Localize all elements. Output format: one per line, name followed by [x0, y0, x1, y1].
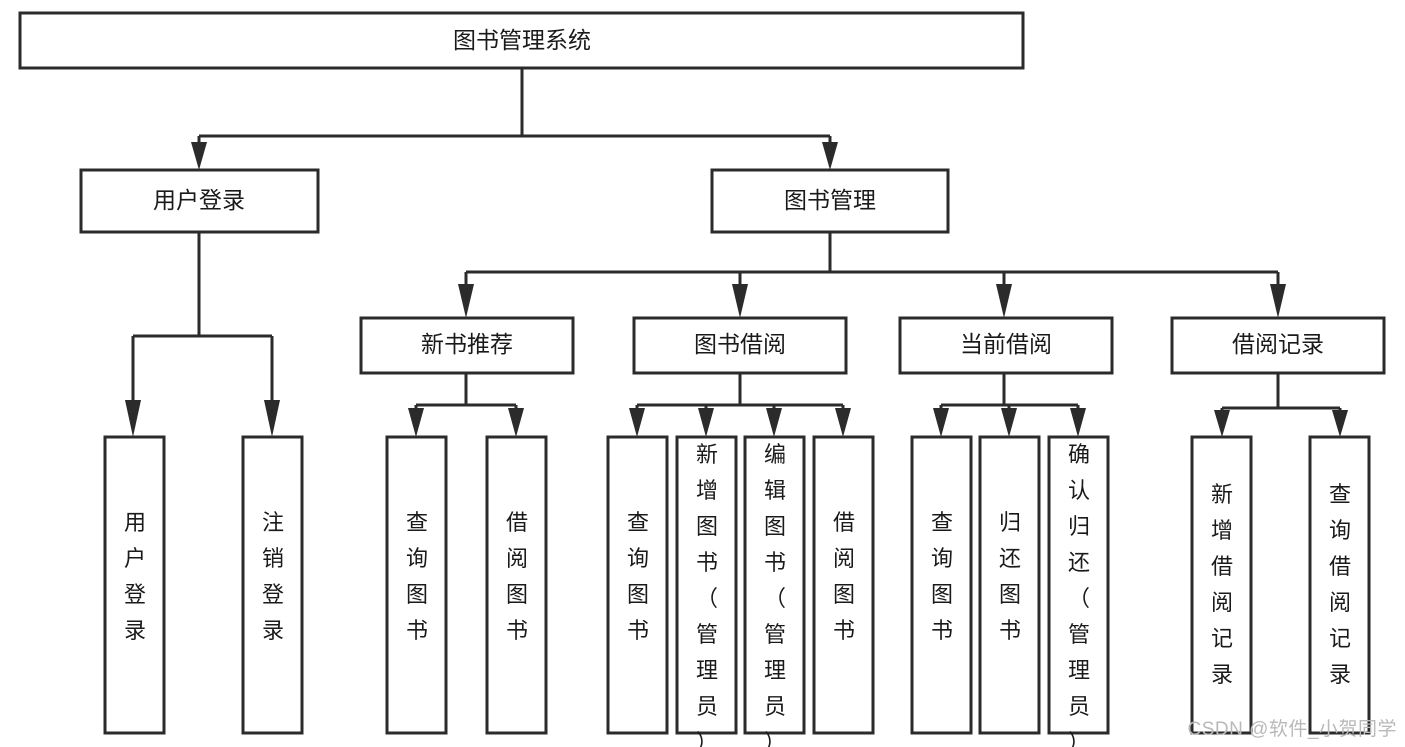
leaf-new-book-1[interactable]: 查询图书 [385, 435, 448, 735]
arrow-head-book-borrow-leaf-4 [835, 408, 851, 437]
arrow-head-borrow-record-leaf-1 [1214, 410, 1230, 437]
connector-layer [125, 68, 1348, 437]
node-book-borrow[interactable]: 图书借阅 [632, 316, 848, 375]
leaf-borrow-record-1[interactable]: 新增借阅记录 [1190, 435, 1253, 735]
leaf-book-borrow-3-label: 编辑图书（管理员） [764, 442, 786, 747]
leaf-new-book-2-box[interactable] [485, 435, 548, 735]
arrow-head-book-borrow-leaf-2 [698, 408, 714, 437]
node-book-borrow-box[interactable] [632, 316, 848, 375]
leaf-user-login-1[interactable]: 用户登录 [103, 435, 166, 735]
leaf-current-borrow-1-label: 查询图书 [931, 510, 953, 643]
leaf-borrow-record-2[interactable]: 查询借阅记录 [1308, 435, 1371, 735]
arrow-head-borrow-record-leaf-2 [1332, 410, 1348, 437]
leaf-user-login-1-box[interactable] [103, 435, 166, 735]
leaf-user-login-2-label: 注销登录 [262, 510, 284, 643]
leaf-book-borrow-2-box[interactable] [675, 435, 738, 735]
arrow-head-current-borrow-leaf-3 [1070, 408, 1086, 437]
leaf-book-borrow-1-label: 查询图书 [627, 510, 649, 643]
node-current-borrow[interactable]: 当前借阅 [898, 316, 1114, 375]
leaf-book-borrow-4[interactable]: 借阅图书 [812, 435, 875, 735]
node-current-borrow-label: 当前借阅 [960, 331, 1052, 357]
arrow-head-current-borrow-leaf-2 [1001, 408, 1017, 437]
node-new-book-recommend-box[interactable] [359, 316, 575, 375]
node-borrow-record-box[interactable] [1170, 316, 1386, 375]
leaf-book-borrow-4-label: 借阅图书 [833, 510, 855, 643]
leaf-book-borrow-3[interactable]: 编辑图书（管理员） [743, 435, 806, 747]
node-user-login[interactable]: 用户登录 [79, 168, 320, 234]
node-new-book-recommend-label: 新书推荐 [421, 331, 513, 357]
leaf-book-borrow-2-label: 新增图书（管理员） [696, 442, 718, 747]
leaf-current-borrow-2[interactable]: 归还图书 [978, 435, 1041, 735]
node-book-manage[interactable]: 图书管理 [710, 168, 950, 234]
leaf-user-login-2-box[interactable] [241, 435, 304, 735]
arrow-head-book-manage [822, 142, 838, 170]
leaf-new-book-1-label: 查询图书 [406, 510, 428, 643]
node-root-label: 图书管理系统 [453, 27, 591, 53]
leaf-current-borrow-2-label: 归还图书 [999, 510, 1021, 643]
arrow-head-current-borrow-leaf-1 [933, 408, 949, 437]
leaf-current-borrow-3-label: 确认归还（管理员） [1068, 442, 1090, 747]
leaf-current-borrow-1[interactable]: 查询图书 [910, 435, 973, 735]
node-user-login-box[interactable] [79, 168, 320, 234]
leaf-user-login-1-label: 用户登录 [124, 510, 146, 643]
leaf-current-borrow-3[interactable]: 确认归还（管理员） [1047, 435, 1110, 747]
arrow-head-book-borrow [732, 284, 748, 318]
leaf-book-borrow-4-box[interactable] [812, 435, 875, 735]
leaf-book-borrow-3-box[interactable] [743, 435, 806, 735]
arrow-head-new-book-recommend [458, 284, 474, 318]
leaf-book-borrow-1-box[interactable] [606, 435, 669, 735]
leaf-book-borrow-1[interactable]: 查询图书 [606, 435, 669, 735]
leaf-book-borrow-2[interactable]: 新增图书（管理员） [675, 435, 738, 747]
node-root-box[interactable] [18, 11, 1025, 70]
leaf-current-borrow-3-box[interactable] [1047, 435, 1110, 735]
arrow-head-user-login-leaf-1 [125, 400, 141, 437]
arrow-head-new-book-leaf-2 [508, 408, 524, 437]
arrow-head-book-borrow-leaf-1 [629, 408, 645, 437]
node-current-borrow-box[interactable] [898, 316, 1114, 375]
arrow-head-book-borrow-leaf-3 [766, 408, 782, 437]
leaf-borrow-record-2-box[interactable] [1308, 435, 1371, 735]
node-borrow-record-label: 借阅记录 [1232, 331, 1324, 357]
node-borrow-record[interactable]: 借阅记录 [1170, 316, 1386, 375]
leaf-new-book-2[interactable]: 借阅图书 [485, 435, 548, 735]
arrow-head-borrow-record [1270, 284, 1286, 318]
node-book-manage-label: 图书管理 [784, 187, 876, 213]
leaf-new-book-1-box[interactable] [385, 435, 448, 735]
leaf-current-borrow-2-box[interactable] [978, 435, 1041, 735]
node-new-book-recommend[interactable]: 新书推荐 [359, 316, 575, 375]
leaf-current-borrow-1-box[interactable] [910, 435, 973, 735]
node-book-borrow-label: 图书借阅 [694, 331, 786, 357]
node-book-manage-box[interactable] [710, 168, 950, 234]
leaf-borrow-record-1-box[interactable] [1190, 435, 1253, 735]
leaf-user-login-2[interactable]: 注销登录 [241, 435, 304, 735]
arrow-head-new-book-leaf-1 [408, 408, 424, 437]
leaf-new-book-2-label: 借阅图书 [506, 510, 528, 643]
arrow-head-current-borrow [996, 284, 1012, 318]
leaf-borrow-record-2-label: 查询借阅记录 [1329, 482, 1351, 687]
arrow-head-user-login [191, 142, 207, 170]
leaf-borrow-record-1-label: 新增借阅记录 [1211, 482, 1233, 687]
node-user-login-label: 用户登录 [153, 187, 245, 213]
node-root-system[interactable]: 图书管理系统 [18, 11, 1025, 70]
arrow-head-user-login-leaf-2 [264, 400, 280, 437]
